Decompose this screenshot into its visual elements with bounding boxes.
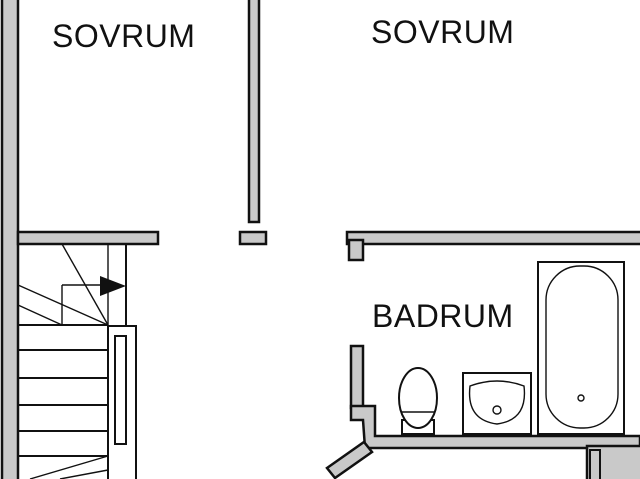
toilet-bowl <box>398 367 438 429</box>
bedroom-divider-wall <box>247 0 261 224</box>
room-label-bathroom: BADRUM <box>372 298 514 334</box>
stair-handrail-inner <box>114 335 127 445</box>
room-label-bedroom-right: SOVRUM <box>371 14 515 50</box>
bathtub-drain <box>577 394 585 402</box>
bathroom-angled-wall <box>325 440 374 479</box>
sink-basin <box>468 380 526 425</box>
right-bedroom-wall-stub <box>347 238 365 262</box>
stair-steps <box>17 243 109 479</box>
left-bedroom-bottom-wall <box>16 230 160 246</box>
bottom-right-wall <box>585 444 640 479</box>
bedroom-divider-wall-end <box>238 230 268 246</box>
sink-cabinet <box>462 372 532 435</box>
bathroom-left-wall <box>349 344 365 410</box>
right-bedroom-bottom-wall <box>345 230 640 246</box>
stair-direction-arrow <box>100 276 126 296</box>
sink-drain <box>492 405 502 415</box>
bottom-right-opening <box>589 449 601 479</box>
room-label-bedroom-left: SOVRUM <box>52 18 196 54</box>
bathtub-basin <box>545 265 619 429</box>
bathroom-corner-wall <box>349 404 640 450</box>
outer-wall-left <box>0 0 20 479</box>
bathtub <box>537 261 625 435</box>
stair-handrail <box>107 325 137 479</box>
